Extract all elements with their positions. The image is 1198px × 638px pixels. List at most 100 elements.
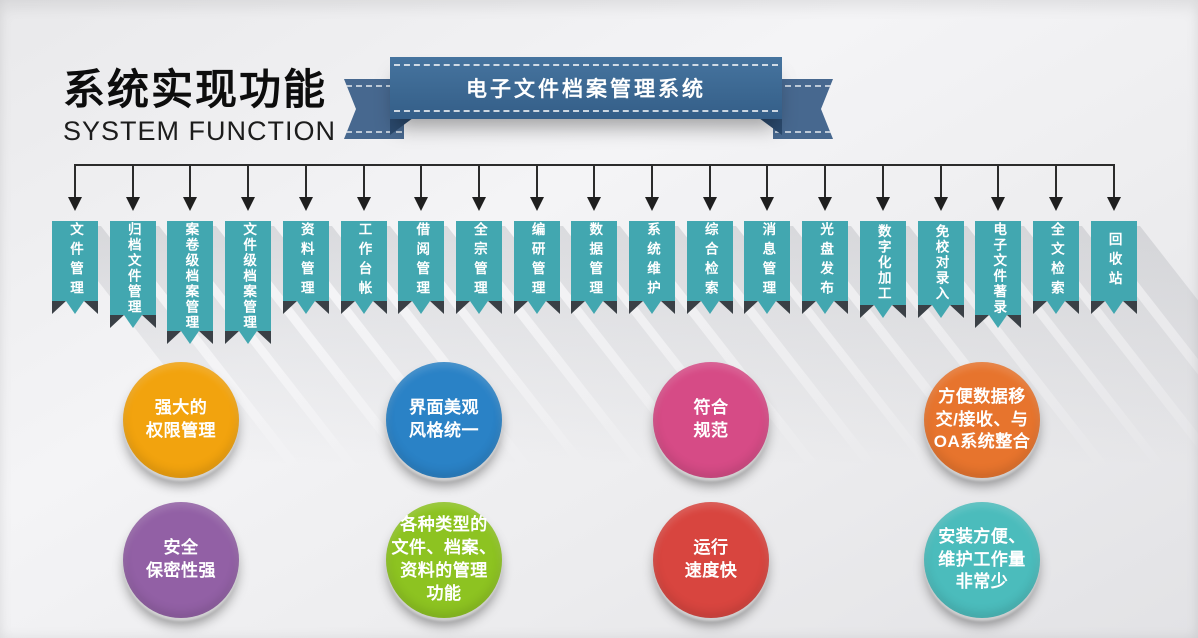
ribbon-fold-right [759,118,782,135]
tag-label: 回收站 [1106,231,1122,291]
arrow-down-icon [241,197,256,211]
tag-label: 案卷级档案管理 [183,221,199,331]
tag-body: 工作台帐 [340,221,387,301]
tag-body: 消息管理 [744,221,791,301]
tag-fold-icon [1122,301,1137,314]
function-tag: 归档文件管理 [109,221,394,526]
function-tag: 案卷级档案管理 [167,221,451,526]
arrow-down-icon [1106,197,1121,211]
tag-ribbon-tail [975,315,1022,328]
tag-label: 资料管理 [298,222,314,300]
feature-circle: 界面美观 风格统一 [386,362,502,478]
tree-arrow-stem [1054,164,1057,198]
tag-body: 回收站 [1090,221,1137,301]
function-tag: 光盘发布 [802,221,1086,526]
tree-arrow-stem [881,164,884,198]
tag-point [123,315,142,328]
tree-arrow-stem [304,164,307,198]
system-title: 电子文件档案管理系统 [466,78,706,101]
arrow-down-icon [933,197,948,211]
function-tag: 数据管理 [571,221,855,526]
tag-point [700,301,719,314]
page-title: 系统实现功能 [63,66,328,113]
function-tag: 综合检索 [686,221,971,526]
tree-arrow-stem [189,164,192,198]
tag-fold-icon [225,331,240,344]
feature-label: 符合 规范 [693,398,729,440]
tag-ribbon-tail [513,301,560,314]
tag-ribbon-tail [225,331,272,344]
tag-ribbon-tail [917,305,964,318]
tag-ribbon-tail [859,305,906,318]
page-subtitle: SYSTEM FUNCTION [63,116,337,147]
tag-fold-icon [776,301,791,314]
tag-body: 归档文件管理 [109,221,156,315]
arrow-down-icon [529,197,544,211]
ribbon-stitch [394,64,778,112]
tag-label: 数字化加工 [875,224,891,302]
tag-fold-icon [513,301,528,314]
tag-body: 全文检索 [1032,221,1079,301]
tree-arrow-stem [997,164,1000,198]
tag-point [1046,301,1065,314]
tag-fold-icon [52,301,66,314]
tree-arrow-stem [939,164,942,198]
tag-fold-icon [1090,301,1105,314]
tag-fold-icon [603,301,618,314]
arrow-down-icon [471,197,486,211]
tag-body: 借阅管理 [398,221,445,301]
tag-label: 光盘发布 [818,222,834,300]
arrow-down-icon [298,197,313,211]
tag-point [527,301,546,314]
tag-body: 全宗管理 [455,221,502,301]
tag-ribbon-tail [686,301,733,314]
function-tag: 系统维护 [629,221,913,526]
tag-ribbon-tail [744,301,791,314]
tag-point [585,301,604,314]
tag-fold-icon [314,301,329,314]
arrow-down-icon [875,197,890,211]
feature-circle: 方便数据移 交/接收、与 OA系统整合 [924,362,1040,478]
tag-point [931,305,950,318]
tag-ribbon-tail [455,301,502,314]
tag-fold-icon [949,305,964,318]
function-tag: 全宗管理 [455,221,740,526]
tag-fold-icon [571,301,586,314]
tag-fold-icon [372,301,387,314]
tag-fold-icon [718,301,733,314]
tag-fold-icon [686,301,701,314]
tree-arrow-stem [420,164,423,198]
tag-point [181,331,200,344]
tag-point [1104,301,1123,314]
feature-circle: 运行 速度快 [653,502,769,618]
tag-body: 光盘发布 [802,221,849,301]
arrow-down-icon [818,197,833,211]
tag-fold-icon [282,301,297,314]
tree-arrow-stem [477,164,480,198]
tag-ribbon-tail [398,301,445,314]
tag-label: 全宗管理 [471,222,487,300]
feature-label: 安全 保密性强 [146,538,216,580]
function-tag: 借阅管理 [398,221,682,526]
feature-circle: 强大的 权限管理 [123,362,239,478]
tag-fold-icon [1007,315,1022,328]
tag-fold-icon [1064,301,1079,314]
tag-body: 数据管理 [571,221,618,301]
tag-point [643,301,661,314]
function-tag: 免校对录入 [917,221,1198,526]
tag-ribbon-tail [282,301,329,314]
feature-circle: 符合 规范 [653,362,769,478]
arrow-down-icon [125,197,140,211]
ribbon-fold-left [390,118,413,135]
arrow-down-icon [645,197,659,211]
tag-point [816,301,835,314]
tag-fold-icon [487,301,502,314]
arrow-down-icon [414,197,429,211]
feature-circle: 各种类型的 文件、档案、 资料的管理 功能 [386,502,502,618]
tag-point [758,301,777,314]
tag-fold-icon [744,301,759,314]
tag-fold-icon [891,305,906,318]
arrow-down-icon [356,197,371,211]
tag-ribbon-tail [1032,301,1079,314]
